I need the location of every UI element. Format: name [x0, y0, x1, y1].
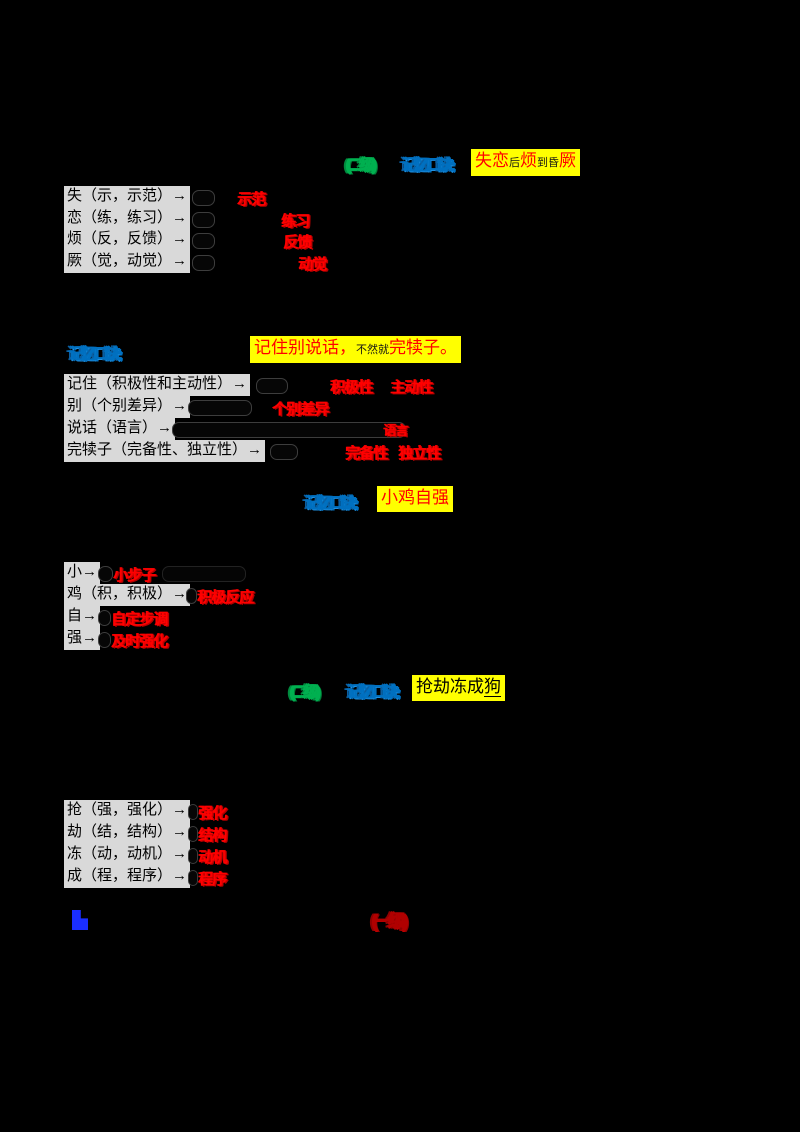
chip-text: 完犊子	[389, 338, 440, 357]
level-badge: (二级)	[345, 157, 376, 174]
hidden-text-bar	[98, 566, 113, 582]
chip-text: 不然就	[356, 344, 389, 356]
list-item-prompt: 抢（强，强化）→	[64, 800, 191, 822]
list-item-prompt: 厥（觉，动觉）→	[64, 251, 191, 273]
chip-text: 记住别说话，	[254, 338, 356, 357]
list-item-prompt: 小→	[64, 562, 101, 584]
answer-word: 动觉	[298, 256, 327, 273]
answer-word: 强化	[198, 805, 227, 822]
list-item-prompt: 失（示，示范）→	[64, 186, 191, 208]
hidden-text-bar	[188, 400, 252, 416]
hidden-text-bar	[162, 566, 246, 582]
hidden-text-bar	[188, 870, 198, 886]
level-badge: (二级)	[289, 684, 320, 701]
answer-word: 动机	[198, 849, 227, 866]
answer-word: 语言	[383, 423, 408, 438]
list-item-prompt: 记住（积极性和主动性）→	[64, 374, 251, 396]
chip-text: 到	[537, 157, 548, 169]
chip-text: 昏	[548, 157, 559, 169]
chip-text: 。	[440, 338, 457, 357]
list-item-prompt: 鸡（积，积极）→	[64, 584, 191, 606]
answer-word: 小步子	[113, 567, 156, 584]
list-item-prompt: 强→	[64, 628, 101, 650]
list-item-prompt: 劫（结，结构）→	[64, 822, 191, 844]
hidden-text-bar	[256, 378, 288, 394]
answer-word: 积极反应	[197, 589, 254, 606]
list-item-prompt: 别（个别差异）→	[64, 396, 191, 418]
hidden-text-bar	[188, 804, 198, 820]
list-item-prompt: 说话（语言）→	[64, 418, 176, 440]
chip-text: 狗	[484, 677, 501, 697]
hidden-text-bar	[188, 826, 198, 842]
level-badge-footer: (一级)	[371, 911, 407, 931]
list-item-prompt: 成（程，程序）→	[64, 866, 191, 888]
mnemonic-chip: 抢劫冻成狗	[412, 675, 505, 701]
chip-text: 后	[509, 157, 520, 169]
mnemonic-chip: 失恋后烦到昏厥	[471, 149, 580, 176]
answer-word: 程序	[198, 871, 227, 888]
hidden-text-bar	[270, 444, 298, 460]
chip-text: 烦	[520, 151, 537, 170]
mnemonic-label: 记忆口诀:	[304, 495, 357, 512]
mnemonic-label: 记忆口诀:	[401, 157, 454, 174]
blue-block-marker	[72, 910, 88, 930]
list-item-prompt: 恋（练，练习）→	[64, 208, 191, 230]
answer-word: 主动性	[390, 379, 433, 396]
answer-word: 自定步调	[111, 611, 168, 628]
hidden-text-bar	[192, 233, 215, 249]
chip-text: 抢劫冻成	[416, 677, 484, 696]
list-item-prompt: 烦（反，反馈）→	[64, 229, 191, 251]
answer-word: 个别差异	[272, 401, 329, 418]
hidden-text-bar	[188, 848, 198, 864]
chip-text: 小鸡自强	[381, 488, 449, 507]
answer-word: 完备性	[345, 445, 388, 462]
hidden-text-bar	[98, 632, 111, 648]
answer-word: 独立性	[398, 445, 441, 462]
answer-word: 反馈	[283, 234, 312, 251]
mnemonic-label: 记忆口诀:	[68, 346, 121, 363]
list-item-prompt: 自→	[64, 606, 101, 628]
mnemonic-chip: 小鸡自强	[377, 486, 453, 512]
chip-text: 失恋	[475, 151, 509, 170]
mnemonic-chip: 记住别说话，不然就完犊子。	[250, 336, 461, 363]
list-item-prompt: 冻（动，动机）→	[64, 844, 191, 866]
hidden-text-bar	[192, 212, 215, 228]
hidden-text-bar	[192, 190, 215, 206]
answer-word: 结构	[198, 827, 227, 844]
mnemonic-label: 记忆口诀:	[346, 684, 399, 701]
hidden-text-bar	[98, 610, 111, 626]
hidden-text-bar	[186, 588, 197, 604]
chip-text: 厥	[559, 151, 576, 170]
list-item-prompt: 完犊子（完备性、独立性）→	[64, 440, 266, 462]
answer-word: 积极性	[330, 379, 373, 396]
answer-word: 及时强化	[111, 633, 168, 650]
hidden-text-bar	[172, 422, 406, 438]
hidden-text-bar	[192, 255, 215, 271]
answer-word: 练习	[281, 213, 310, 230]
answer-word: 示范	[237, 191, 266, 208]
